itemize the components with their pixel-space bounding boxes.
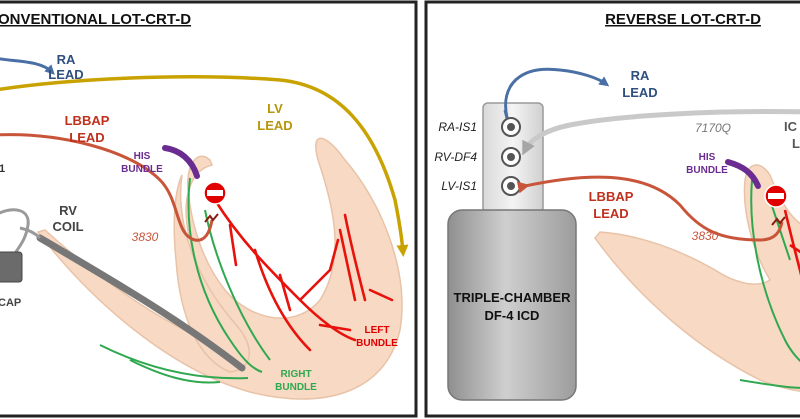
- lead-model-3830-left: 3830: [132, 230, 159, 244]
- port-lv-is1-icon: [501, 176, 521, 196]
- device-label-2: DF-4 ICD: [485, 308, 540, 323]
- heart-wall-right: [594, 164, 800, 392]
- rv-coil: [36, 234, 246, 372]
- ra-lead-wire: [0, 57, 55, 75]
- lbbap-lead-label-2: LEAD: [69, 130, 104, 145]
- rv-coil-shaft: [19, 226, 42, 240]
- ra-lead-label-1: RA: [57, 52, 76, 67]
- cap-label: CAP: [0, 297, 21, 309]
- icd-lead-wire: [522, 109, 800, 156]
- left-panel: ONVENTIONAL LOT-CRT-D RA LEAD LV LEAD LB…: [0, 0, 418, 418]
- left-bundle-fibers-right: [783, 209, 800, 276]
- his-bundle-tract: [162, 145, 200, 179]
- partial-label-left: 1: [0, 163, 5, 175]
- left-bundle-fibers: [213, 198, 394, 352]
- ra-lead-tip-right: [503, 109, 509, 119]
- lbbap-lead-label-right-2: LEAD: [593, 206, 628, 221]
- left-bundle-label-1: LEFT: [365, 325, 390, 336]
- ra-lead-label-2: LEAD: [48, 67, 83, 82]
- ra-lead-label-right-2: LEAD: [622, 85, 657, 100]
- his-bundle-label-2: BUNDLE: [121, 164, 163, 175]
- conduction-block-icon-right: [764, 184, 788, 208]
- lead-tip-screw-left: [204, 213, 219, 223]
- lead-tip-screw-right: [771, 216, 786, 226]
- lbbap-lead-label-1: LBBAP: [65, 113, 110, 128]
- ra-lead-wire-right: [504, 67, 610, 119]
- right-panel: REVERSE LOT-CRT-D RA-IS1 RV-DF4 LV-IS1 T…: [424, 0, 800, 418]
- rv-coil-label-1: RV: [59, 203, 77, 218]
- his-bundle-label-right-2: BUNDLE: [686, 165, 728, 176]
- right-bundle-label-2: BUNDLE: [275, 382, 317, 393]
- his-bundle-label-right-1: HIS: [699, 152, 716, 163]
- port-rv-df4-icon: [501, 147, 521, 167]
- rv-lead-wire: [0, 208, 30, 256]
- ra-lead-label-right-1: RA: [631, 68, 650, 83]
- rv-coil-label-2: COIL: [52, 219, 83, 234]
- lv-lead-wire: [0, 74, 409, 257]
- cap-plug: [0, 251, 23, 283]
- his-bundle-label-1: HIS: [134, 151, 151, 162]
- icd-lead-label-partial-2: L: [792, 136, 800, 151]
- port-ra-is1-icon: [501, 117, 521, 137]
- lv-lead-label-1: LV: [267, 101, 283, 116]
- port-label-lv-is1: LV-IS1: [441, 179, 477, 193]
- lead-model-3830-right: 3830: [692, 229, 719, 243]
- left-bundle-label-2: BUNDLE: [356, 338, 398, 349]
- right-bundle-fibers: [99, 177, 271, 384]
- lbbap-lead-label-right-1: LBBAP: [589, 189, 634, 204]
- his-bundle-tract-right: [725, 159, 761, 189]
- right-panel-title: REVERSE LOT-CRT-D: [605, 11, 761, 28]
- left-panel-title: ONVENTIONAL LOT-CRT-D: [0, 11, 191, 28]
- icd-lead-label-partial-1: IC: [784, 119, 798, 134]
- device-label-1: TRIPLE-CHAMBER: [454, 290, 572, 305]
- icd-can: [447, 209, 577, 401]
- conduction-block-icon: [203, 181, 227, 205]
- lbbap-lead-wire: [0, 133, 214, 242]
- lbbap-lead-wire-right: [516, 175, 784, 242]
- port-label-rv-df4: RV-DF4: [434, 150, 477, 164]
- icd-lead-model: 7170Q: [695, 121, 731, 135]
- lv-lead-label-2: LEAD: [257, 118, 292, 133]
- port-label-ra-is1: RA-IS1: [438, 120, 477, 134]
- right-bundle-label-1: RIGHT: [280, 369, 311, 380]
